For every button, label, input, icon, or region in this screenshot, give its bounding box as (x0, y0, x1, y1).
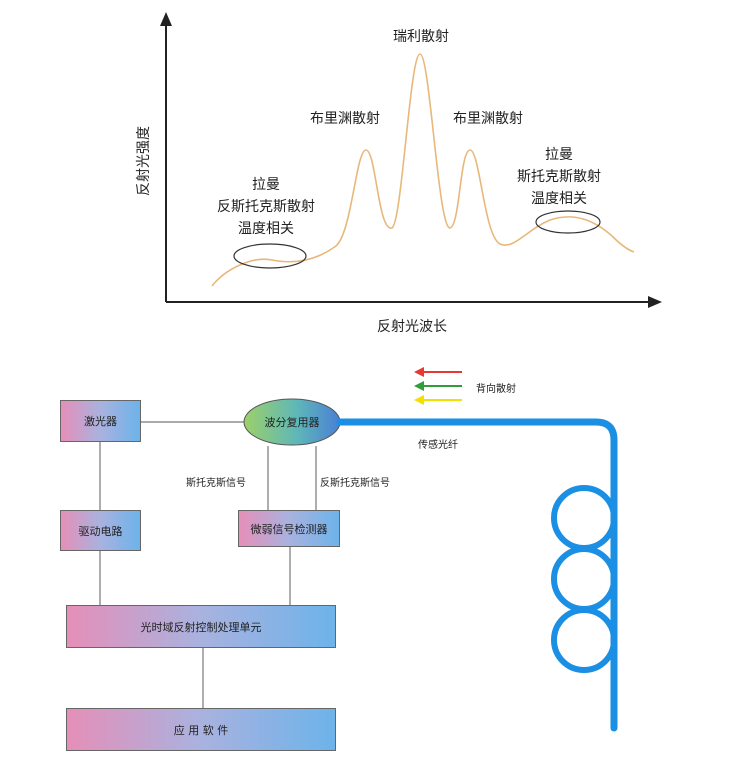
raman-left-line1: 拉曼 (252, 177, 280, 193)
raman-right-label: 拉曼 斯托克斯散射 温度相关 (494, 144, 624, 210)
backscatter-arrows (414, 367, 462, 405)
software-box: 应 用 软 件 (66, 708, 336, 751)
weak-signal-detector-box: 微弱信号检测器 (238, 510, 340, 547)
brillouin-right-label: 布里渊散射 (453, 111, 523, 127)
raman-left-line3: 温度相关 (238, 221, 294, 237)
fiber-coil-2 (551, 546, 617, 612)
x-axis-label: 反射光波长 (377, 319, 447, 335)
fiber-coil-3 (551, 607, 617, 673)
arrow-yellow-head (414, 395, 424, 405)
y-axis-label: 反射光强度 (136, 126, 152, 196)
laser-box: 激光器 (60, 400, 141, 442)
raman-right-line3: 温度相关 (531, 191, 587, 207)
fiber-coil-1 (551, 485, 617, 551)
backscatter-label: 背向散射 (476, 384, 516, 395)
x-axis-arrow (648, 296, 662, 308)
raman-right-line1: 拉曼 (545, 147, 573, 163)
sensing-fiber (336, 418, 618, 732)
stokes-signal-label: 斯托克斯信号 (186, 478, 246, 489)
raman-right-line2: 斯托克斯散射 (517, 169, 601, 185)
spectrum-curve (211, 53, 635, 287)
fiber-label: 传感光纤 (418, 440, 458, 451)
rayleigh-label: 瑞利散射 (393, 29, 449, 45)
wdm-label: 波分复用器 (264, 416, 320, 429)
y-axis-arrow (160, 12, 172, 26)
raman-left-line2: 反斯托克斯散射 (217, 199, 315, 215)
control-unit-box: 光时域反射控制处理单元 (66, 605, 336, 648)
anti-stokes-signal-label: 反斯托克斯信号 (320, 478, 390, 489)
raman-left-label: 拉曼 反斯托克斯散射 温度相关 (196, 174, 336, 240)
raman-right-ellipse (535, 210, 601, 234)
connector-lines (99, 421, 317, 708)
raman-left-ellipse (233, 243, 307, 269)
drive-circuit-box: 驱动电路 (60, 510, 141, 551)
arrow-red-head (414, 367, 424, 377)
brillouin-left-label: 布里渊散射 (310, 111, 380, 127)
arrow-green-head (414, 381, 424, 391)
